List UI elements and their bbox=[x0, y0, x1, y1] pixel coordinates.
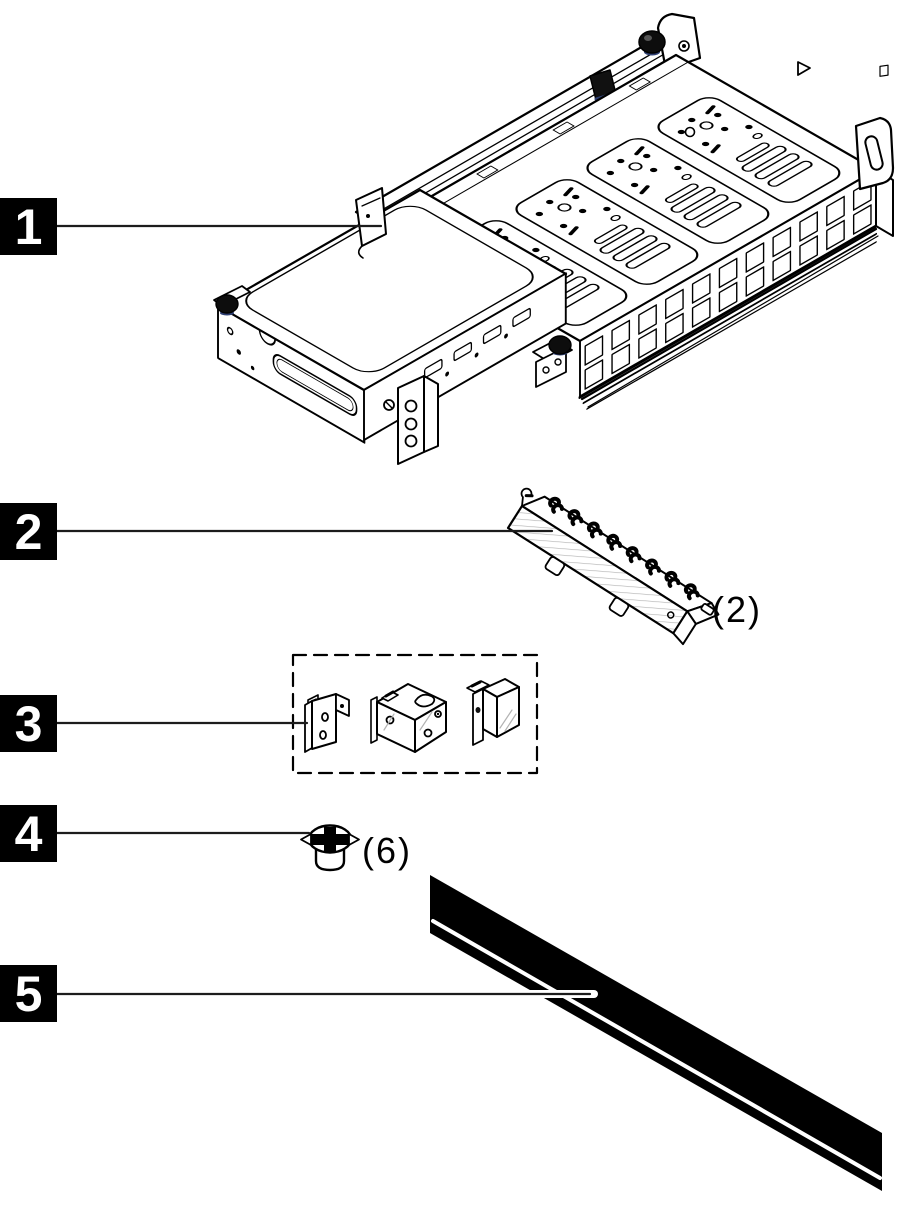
emi-filler-art bbox=[506, 487, 720, 646]
callout-5-number: 5 bbox=[14, 965, 43, 1022]
bracket-c bbox=[466, 678, 520, 746]
bracket-a bbox=[304, 693, 350, 753]
quantity-label-item-4: (6) bbox=[362, 830, 412, 871]
callout-1-badge: 1 bbox=[0, 198, 57, 255]
screw-art bbox=[300, 824, 360, 872]
callout-2-number: 2 bbox=[14, 503, 43, 560]
quantity-label-item-2: (2) bbox=[712, 589, 762, 630]
callout-2-badge: 2 bbox=[0, 503, 57, 560]
left-end-bracket bbox=[355, 187, 387, 259]
callout-1-number: 1 bbox=[14, 198, 43, 255]
bracket-kit-art bbox=[291, 653, 539, 775]
gap-strip-art bbox=[430, 875, 882, 1191]
thumbscrew-top bbox=[638, 30, 666, 56]
drive-cage-assembly-art bbox=[213, 12, 895, 465]
bracket-b bbox=[370, 683, 447, 753]
callout-4-badge: 4 bbox=[0, 805, 57, 862]
right-end-bracket bbox=[854, 116, 895, 191]
riser-cage-art bbox=[213, 188, 573, 465]
leader-lines bbox=[55, 224, 598, 998]
callout-3-number: 3 bbox=[14, 695, 43, 752]
callout-5-badge: 5 bbox=[0, 965, 57, 1022]
dashed-kit-box bbox=[291, 653, 539, 775]
callout-4-number: 4 bbox=[14, 805, 43, 862]
callout-3-badge: 3 bbox=[0, 695, 57, 752]
